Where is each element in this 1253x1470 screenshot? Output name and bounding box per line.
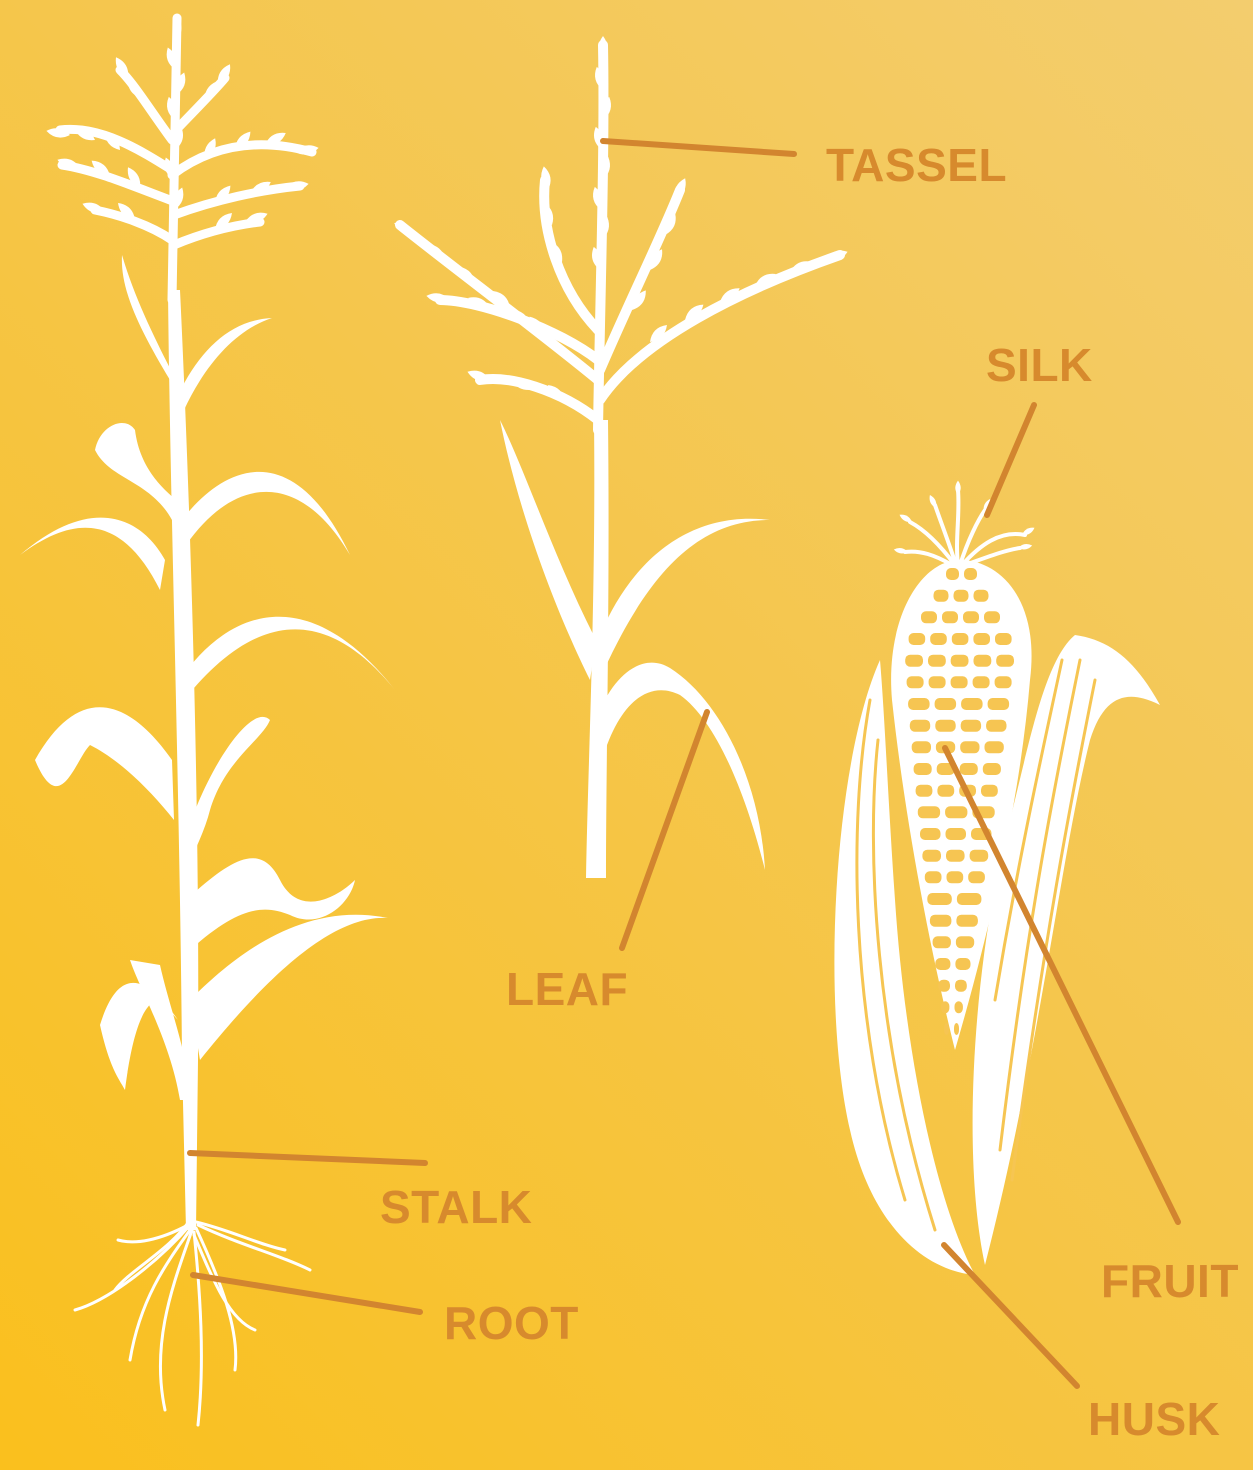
cob-kernel	[986, 720, 1006, 732]
cob-kernel	[938, 980, 950, 992]
cob-kernel	[916, 785, 933, 797]
corn-ear-illustration	[834, 481, 1160, 1275]
ear-silk-tips	[893, 481, 1035, 555]
cob-kernel	[905, 655, 923, 667]
cob-kernel	[970, 850, 989, 862]
cob-kernel	[930, 915, 952, 927]
cob-kernel	[922, 850, 941, 862]
cob-kernel	[960, 763, 978, 775]
cob-kernel	[952, 633, 969, 645]
silk-leader-line	[987, 405, 1034, 515]
cob-kernel	[909, 633, 926, 645]
tassel-label: TASSEL	[826, 142, 1007, 188]
cob-kernel	[974, 590, 989, 602]
tassel-leader-line	[603, 141, 794, 154]
cob-kernel	[954, 1023, 959, 1035]
plant-top-illustration	[392, 36, 849, 878]
cob-kernel	[918, 806, 940, 818]
cob-kernel	[957, 893, 982, 905]
cob-kernel	[984, 611, 1000, 623]
cob-kernel	[973, 633, 990, 645]
cob-kernel	[985, 741, 1004, 753]
cob-kernel	[974, 655, 992, 667]
cob-kernel	[988, 698, 1010, 710]
cob-kernel	[955, 980, 967, 992]
cob-kernel	[933, 936, 951, 948]
top-tassel-spikelets	[392, 36, 849, 405]
husk-label: HUSK	[1088, 1396, 1220, 1442]
cob-kernel	[963, 611, 979, 623]
cob-kernel	[947, 871, 964, 883]
cob-kernel	[995, 676, 1012, 688]
whole-corn-plant-illustration	[20, 16, 395, 1425]
cob-kernel	[942, 611, 958, 623]
plant-roots	[75, 1220, 310, 1425]
top-tassel-branches	[400, 45, 840, 430]
cob-kernel	[968, 871, 985, 883]
cob-kernel	[920, 828, 941, 840]
cob-kernel	[973, 676, 990, 688]
cob-kernel	[961, 698, 983, 710]
plant-tassel-branches	[60, 18, 312, 300]
cob-kernel	[910, 720, 930, 732]
cob-kernel	[927, 893, 952, 905]
cob-kernel	[935, 698, 957, 710]
stalk-label: STALK	[380, 1184, 532, 1230]
cob-kernel	[964, 568, 977, 580]
leaf-leader-line	[622, 712, 707, 948]
plant-leaves	[20, 255, 395, 1100]
cob-kernel	[945, 806, 967, 818]
silk-label: SILK	[986, 342, 1093, 388]
cob-kernel	[956, 915, 978, 927]
cob-kernel	[981, 785, 998, 797]
cob-kernel	[928, 655, 946, 667]
cob-kernel	[956, 936, 974, 948]
cob-kernel	[907, 676, 924, 688]
cob-kernel	[937, 785, 954, 797]
cob-kernel	[951, 676, 968, 688]
cob-kernel	[995, 633, 1012, 645]
top-leaves	[500, 420, 770, 870]
fruit-label: FRUIT	[1101, 1258, 1239, 1304]
cob-kernel	[944, 1023, 949, 1035]
cob-kernel	[960, 741, 979, 753]
cob-kernel	[946, 850, 965, 862]
cob-kernel	[914, 763, 932, 775]
cob-kernel	[930, 633, 947, 645]
cob-kernel	[996, 655, 1014, 667]
cob-kernel	[912, 741, 931, 753]
cob-kernel	[983, 763, 1001, 775]
cob-kernel	[955, 1001, 963, 1013]
cob-kernel	[961, 720, 981, 732]
cob-kernel	[935, 720, 955, 732]
cob-kernel	[951, 655, 969, 667]
cob-kernel	[946, 828, 967, 840]
leaf-label: LEAF	[506, 966, 628, 1012]
cob-kernel	[921, 611, 937, 623]
cob-kernel	[955, 958, 970, 970]
cob-kernel	[954, 590, 969, 602]
cob-kernel	[935, 958, 950, 970]
root-label: ROOT	[444, 1300, 579, 1346]
ear-silk-strands	[905, 490, 1025, 565]
cob-kernel	[941, 1001, 949, 1013]
cob-kernel	[908, 698, 930, 710]
husk-leader-line	[944, 1245, 1077, 1386]
cob-kernel	[934, 590, 949, 602]
stalk-leader-line	[190, 1153, 425, 1163]
cob-kernel	[946, 568, 959, 580]
cob-kernel	[925, 871, 942, 883]
cob-kernel	[929, 676, 946, 688]
